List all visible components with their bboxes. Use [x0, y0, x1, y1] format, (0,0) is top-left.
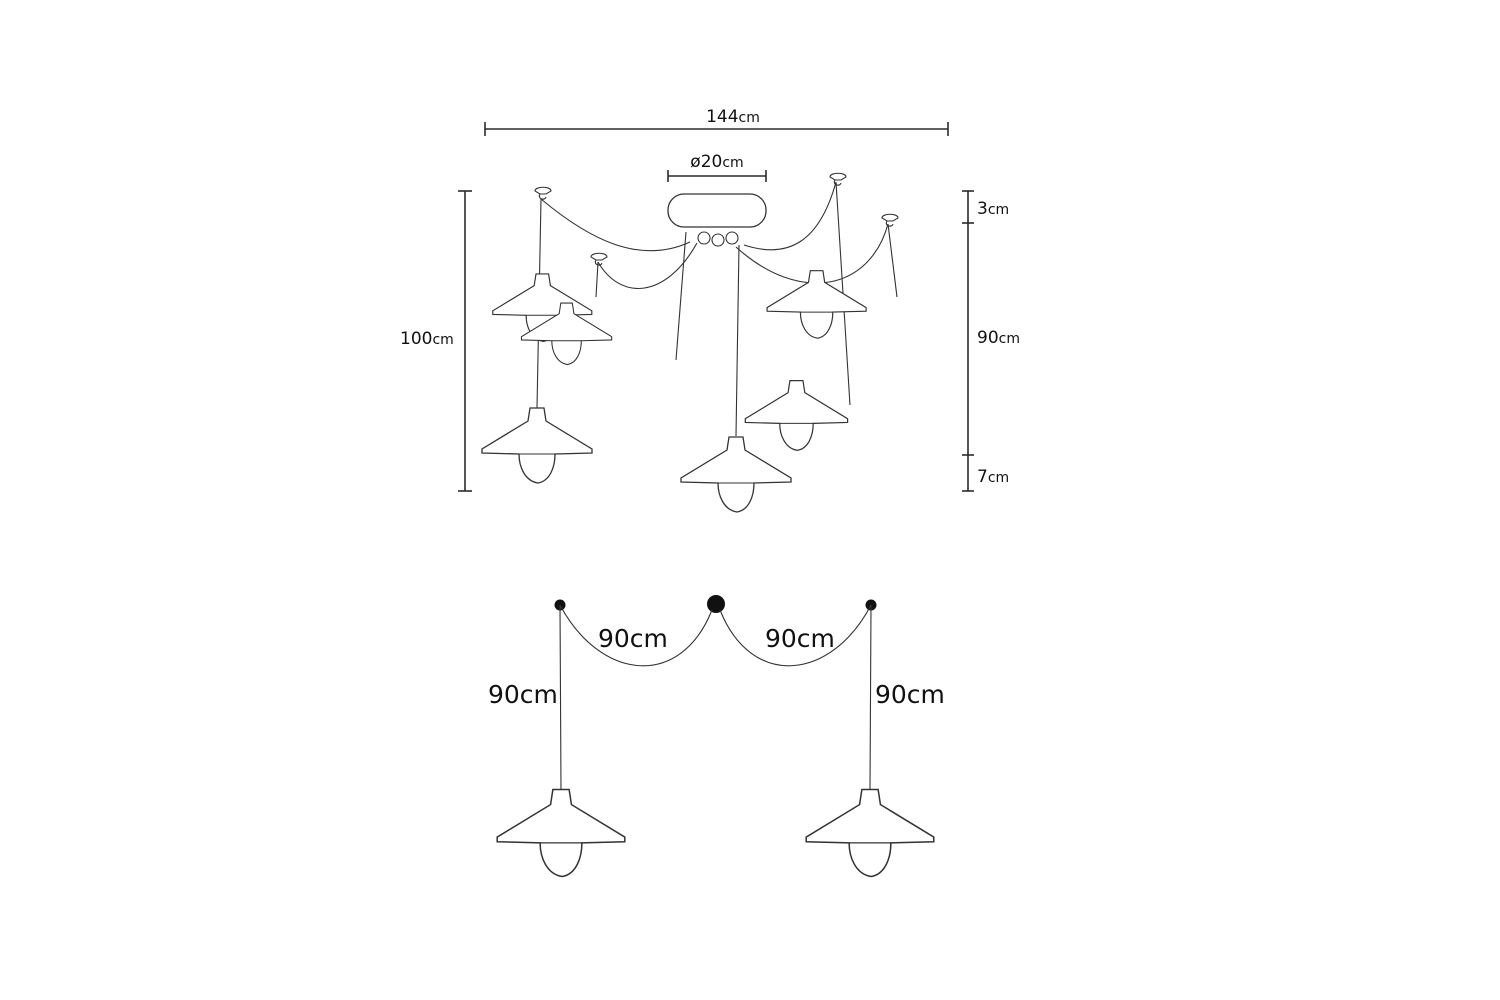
lamp-5	[744, 379, 849, 451]
right-height-dimensions: 3cm 90cm 7cm	[962, 190, 1020, 492]
ceiling-canopy	[667, 193, 767, 247]
left-drop-cord	[559, 604, 562, 791]
canopy-height-label: 3cm	[977, 199, 1009, 219]
bottom-view: 90cm 90cm 90cm 90cm	[488, 595, 945, 878]
center-canopy-dot	[707, 595, 725, 613]
shade-height-label: 7cm	[977, 467, 1009, 487]
total-height-label: 100cm	[400, 329, 454, 349]
right-drape-arc	[719, 604, 872, 667]
top-view: 144cm ø20cm 100cm 3cm 90cm 7cm	[400, 107, 1020, 513]
left-drape-arc	[559, 604, 713, 667]
width-label: 144cm	[706, 107, 760, 127]
pendant-lamps	[481, 270, 867, 513]
diameter-dimension: ø20cm	[667, 152, 767, 182]
left-drop-label: 90cm	[488, 680, 558, 709]
lamp-6	[766, 270, 867, 339]
right-lamp	[805, 788, 935, 878]
left-lamp	[496, 788, 626, 878]
right-arc-label: 90cm	[765, 624, 835, 653]
lamp-1	[481, 407, 593, 484]
diameter-label: ø20cm	[690, 152, 743, 172]
cable-length-label: 90cm	[977, 328, 1020, 348]
total-height-dimension: 100cm	[400, 190, 472, 492]
left-arc-label: 90cm	[598, 624, 668, 653]
lamp-4	[680, 436, 792, 513]
right-drop-cord	[869, 604, 872, 791]
right-drop-label: 90cm	[875, 680, 945, 709]
width-dimension: 144cm	[484, 107, 949, 136]
